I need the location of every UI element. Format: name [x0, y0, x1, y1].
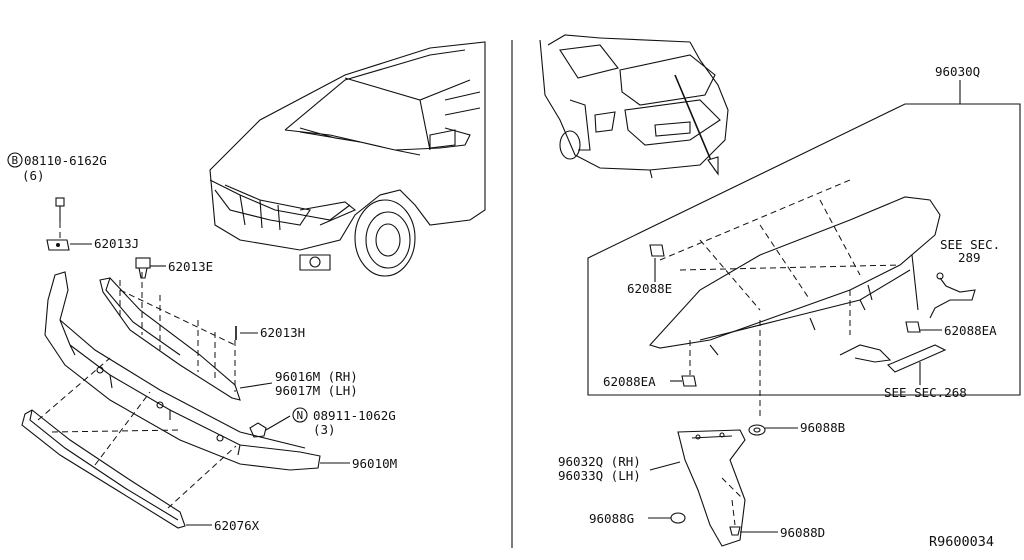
label-62013H: 62013H — [260, 325, 305, 340]
badge-b-letter: B — [12, 154, 19, 167]
label-96032Q: 96032Q (RH) — [558, 454, 641, 469]
clip-62013e-icon — [135, 257, 151, 279]
reference-code: R9600034 — [929, 534, 994, 550]
clip-62088ea-right-icon — [905, 321, 921, 333]
clip-62013j-icon — [46, 239, 70, 251]
lower-cover-part — [21, 409, 186, 529]
assembly-frame — [587, 103, 1021, 396]
label-96088D: 96088D — [780, 525, 825, 540]
label-see-sec-268: SEE SEC.268 — [884, 385, 967, 400]
badge-n-letter: N — [297, 409, 304, 422]
label-96016M: 96016M (RH) — [275, 369, 358, 384]
label-bolt-qty: (6) — [22, 168, 45, 183]
screw-96088d-icon — [729, 526, 741, 536]
label-96030Q: 96030Q — [935, 64, 980, 79]
label-62088EA-right: 62088EA — [944, 323, 997, 338]
rear-spoiler-part — [649, 196, 941, 356]
label-08911-1062G: 08911-1062G — [313, 408, 396, 423]
car-rear-illustration — [539, 34, 729, 179]
car-front-illustration — [209, 41, 486, 277]
arrow-pointer — [674, 74, 719, 176]
bracket-sec268-icon — [839, 344, 947, 373]
label-96017M: 96017M (LH) — [275, 383, 358, 398]
lower-lip-part — [44, 271, 321, 471]
label-96033Q: 96033Q (LH) — [558, 468, 641, 483]
nut-badge-n: N — [292, 407, 308, 423]
label-96088G: 96088G — [589, 511, 634, 526]
bolt-icon — [55, 197, 65, 240]
label-nut-qty: (3) — [313, 422, 336, 437]
label-62076X: 62076X — [214, 518, 260, 533]
label-see-sec-289-1: SEE SEC. — [940, 237, 1000, 252]
label-62013J: 62013J — [94, 236, 139, 251]
label-see-sec-289-2: 289 — [958, 250, 981, 265]
label-62088E: 62088E — [627, 281, 672, 296]
label-96010M: 96010M — [352, 456, 397, 471]
label-62013E: 62013E — [168, 259, 213, 274]
label-62088EA-left: 62088EA — [603, 374, 656, 389]
wire-harness-icon — [929, 272, 976, 319]
label-08110-6162G: 08110-6162G — [24, 153, 107, 168]
label-96088B: 96088B — [800, 420, 845, 435]
grommet-96088g-icon — [670, 512, 686, 524]
bolt-badge-b: B — [7, 152, 23, 168]
clip-62088e-icon — [649, 244, 665, 257]
grommet-96088b-icon — [748, 424, 766, 436]
clip-62088ea-left-icon — [681, 375, 697, 387]
side-garnish-part — [677, 429, 746, 547]
